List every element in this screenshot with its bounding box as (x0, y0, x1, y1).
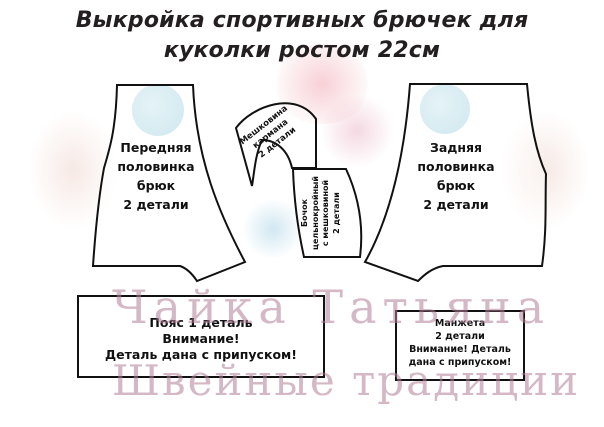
decor-flower-blue (242, 200, 304, 258)
waistband-label-line3: Деталь дана с припуском! (105, 347, 297, 362)
back-half-label-line3: брюк (436, 178, 476, 193)
back-half-outline (363, 83, 548, 283)
front-half-label-line4: 2 детали (123, 197, 189, 212)
side-piece-label-line2: цельнокройный (310, 176, 320, 250)
waistband-piece (77, 295, 325, 378)
side-piece-label: Бочок цельнокройный с мешковиной 2 детал… (300, 169, 342, 257)
side-piece-label-line1: Бочок (300, 199, 309, 228)
decor-flower-pink (318, 96, 396, 166)
back-half-label-line1: Задняя (429, 140, 483, 155)
front-half-outline (91, 84, 247, 283)
side-piece-label-line3: с мешковиной (321, 179, 330, 247)
front-half-label-line1: Передняя (120, 140, 192, 155)
pocket-bag-outline (234, 102, 317, 187)
waistband-label-line1: Пояс 1 деталь (149, 315, 253, 330)
back-half-label-line2: половинка (417, 159, 495, 174)
decor-ball-left (132, 84, 184, 136)
side-piece-label-line4: 2 детали (331, 192, 341, 234)
front-half-label-line2: половинка (117, 159, 195, 174)
cuff-piece (395, 310, 525, 381)
watermark-line2: Швейные традиции (112, 356, 581, 405)
back-half-label: Задняя половинка брюк 2 детали (398, 138, 514, 214)
cuff-label: Манжета 2 детали Внимание! Деталь дана с… (397, 317, 523, 369)
cuff-label-line2: 2 детали (435, 331, 485, 342)
front-half-label-line3: брюк (136, 178, 176, 193)
back-half-label-line4: 2 детали (423, 197, 489, 212)
waistband-label: Пояс 1 деталь Внимание! Деталь дана с пр… (79, 315, 323, 363)
side-piece-outline (291, 168, 363, 258)
cuff-label-line4: дана с припуском! (408, 357, 512, 368)
cuff-label-line3: Внимание! Деталь (409, 344, 511, 355)
decor-flower-center (272, 44, 372, 124)
page-title-line1: Выкройка спортивных брючек для (75, 8, 529, 33)
waistband-label-line2: Внимание! (162, 331, 240, 346)
front-half-label: Передняя половинка брюк 2 детали (98, 138, 214, 214)
decor-ball-right (420, 84, 470, 134)
cuff-label-line1: Манжета (434, 318, 486, 329)
watermark-line1: Чайка Татьяна (112, 280, 551, 334)
page-title-line2: куколки ростом 22см (163, 38, 441, 63)
